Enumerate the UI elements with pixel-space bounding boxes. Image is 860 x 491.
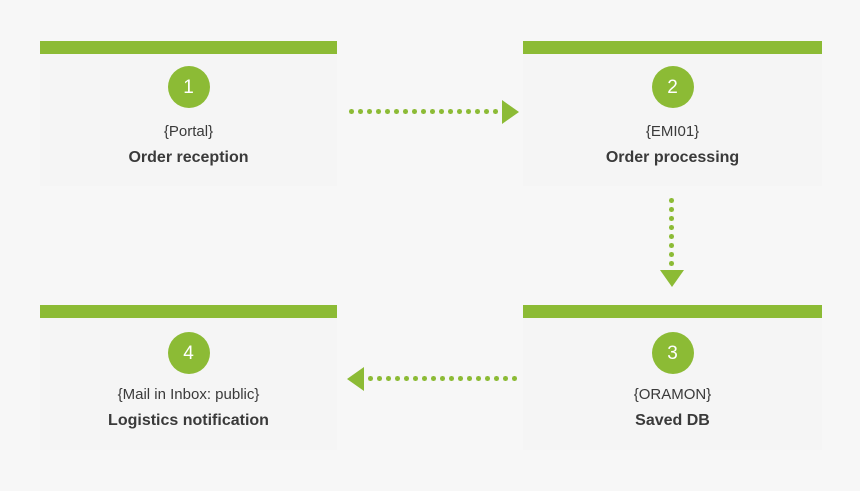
flow-step-panel-4[interactable]: 4 {Mail in Inbox: public} Logistics noti… (40, 305, 337, 450)
dotted-line (347, 109, 502, 114)
panel-tag-label: {Mail in Inbox: public} (117, 386, 260, 403)
flow-step-panel-3[interactable]: 3 {ORAMON} Saved DB (523, 305, 822, 450)
panel-label-block: {Mail in Inbox: public} Logistics notifi… (108, 382, 269, 434)
panel-tag-label: {Portal} (163, 123, 214, 140)
panel-tag-label: {ORAMON} (633, 386, 712, 403)
panel-description-label: Logistics notification (108, 412, 269, 429)
panel-header-bar (523, 41, 822, 54)
dotted-line (669, 196, 674, 270)
panel-content: 1 {Portal} Order reception (40, 54, 337, 171)
panel-tag-label: {EMI01} (645, 123, 700, 140)
step-number-badge: 4 (167, 332, 210, 374)
flow-step-panel-1[interactable]: 1 {Portal} Order reception (40, 41, 337, 186)
step-number-badge: 1 (167, 66, 210, 108)
arrowhead (660, 270, 684, 287)
panel-content: 2 {EMI01} Order processing (523, 54, 822, 171)
arrow-right-icon-step1-to-step2 (347, 100, 519, 124)
panel-description-label: Saved DB (635, 412, 710, 429)
flow-step-panel-2[interactable]: 2 {EMI01} Order processing (523, 41, 822, 186)
panel-description-label: Order reception (128, 149, 249, 166)
step-number-badge: 3 (651, 332, 694, 374)
panel-content: 4 {Mail in Inbox: public} Logistics noti… (40, 318, 337, 434)
panel-label-block: {EMI01} Order processing (606, 119, 739, 171)
dotted-line (366, 376, 519, 381)
panel-label-block: {ORAMON} Saved DB (634, 382, 712, 434)
arrow-down-icon-step2-to-step3 (660, 196, 684, 290)
panel-content: 3 {ORAMON} Saved DB (523, 318, 822, 434)
step-number-badge: 2 (651, 66, 694, 108)
panel-description-label: Order processing (605, 149, 740, 166)
arrowhead (347, 367, 364, 391)
panel-header-bar (40, 305, 337, 318)
panel-label-block: {Portal} Order reception (128, 119, 248, 171)
panel-header-bar (40, 41, 337, 54)
panel-header-bar (523, 305, 822, 318)
arrowhead (502, 100, 519, 124)
arrow-left-icon-step3-to-step4 (347, 367, 519, 391)
